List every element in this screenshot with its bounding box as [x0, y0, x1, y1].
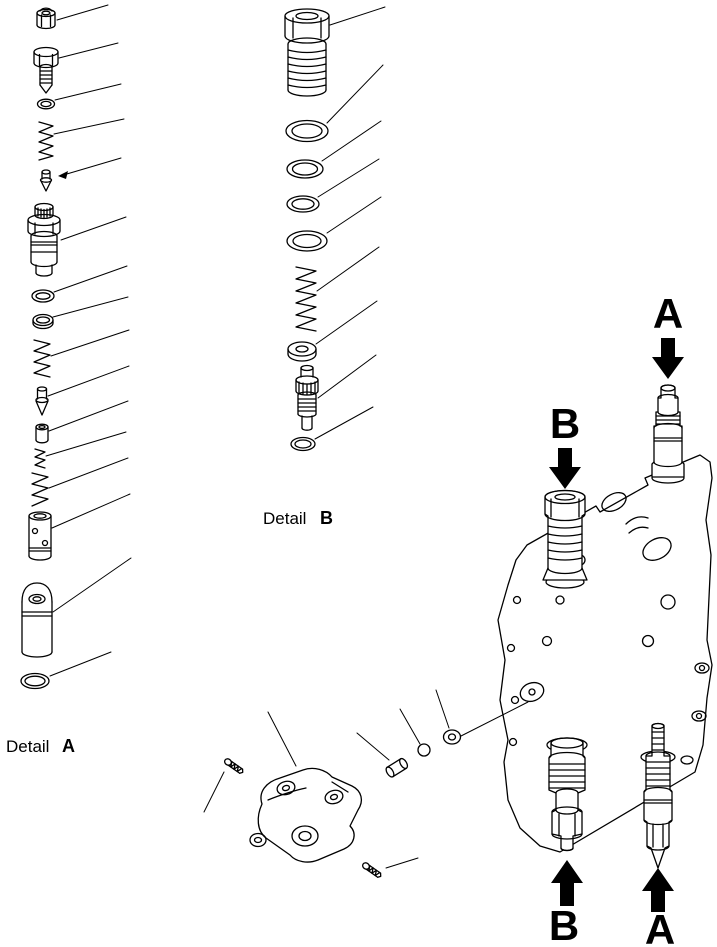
valve-body-outline	[497, 454, 713, 853]
cap-nut	[36, 7, 56, 30]
bushing-small	[385, 757, 409, 778]
plug-screw-upper	[224, 758, 244, 774]
labels: Detail A Detail B A B B A	[6, 290, 683, 947]
port-label-top-b: B	[550, 400, 580, 447]
plug-screw-lower	[362, 862, 382, 878]
ball	[417, 743, 431, 757]
leader-lines	[314, 6, 386, 440]
adapter-fitting	[33, 46, 59, 94]
arrow-down-icon	[652, 338, 684, 379]
port-label-bottom-b: B	[549, 902, 579, 947]
plug-top-b	[542, 489, 588, 581]
leader-lines	[45, 4, 132, 677]
spring-small	[34, 448, 46, 469]
valve-spool	[295, 364, 319, 431]
detail-b-letter: B	[320, 508, 333, 528]
spring	[38, 121, 54, 161]
suction-valve-bottom-b	[548, 737, 586, 852]
detail-b-parts	[284, 6, 386, 452]
pilot-valve-cartridge	[27, 202, 61, 277]
manifold-block-outline	[257, 767, 363, 863]
leader-arrowhead-icon	[58, 171, 68, 179]
detail-a-label: Detail	[6, 737, 49, 756]
spring	[31, 472, 49, 507]
manifold-details	[249, 780, 349, 848]
o-ring	[31, 289, 55, 303]
o-ring	[286, 159, 324, 179]
spring-seat	[287, 341, 317, 362]
arrow-up-icon	[642, 868, 674, 912]
valve-body-cartridge	[21, 582, 53, 658]
backup-ring	[32, 313, 54, 330]
detail-a-parts	[20, 4, 132, 690]
spring	[295, 266, 317, 332]
port-label-bottom-a: A	[645, 906, 675, 947]
arrow-down-icon	[549, 448, 581, 489]
o-ring	[20, 672, 50, 690]
sleeve	[28, 511, 52, 561]
body-ports-and-holes	[506, 472, 710, 765]
flow-arrows	[549, 338, 684, 912]
arrow-up-icon	[551, 860, 583, 906]
o-ring	[290, 436, 316, 452]
o-ring	[286, 230, 328, 252]
port-label-top-a: A	[653, 290, 683, 337]
relief-valve-bottom-a	[643, 722, 673, 869]
needle-poppet	[35, 386, 49, 416]
poppet-pin	[39, 169, 53, 192]
o-ring	[285, 119, 329, 143]
bushing	[35, 423, 49, 444]
o-ring	[286, 195, 320, 213]
spring	[33, 339, 51, 378]
detail-a-letter: A	[62, 736, 75, 756]
detail-b-label: Detail	[263, 509, 306, 528]
o-ring	[36, 98, 56, 110]
main-valve-body	[497, 338, 713, 912]
relief-valve-top-a	[651, 384, 685, 478]
leader-lines	[203, 689, 529, 869]
manifold-block-assembly	[203, 689, 529, 878]
plug	[284, 8, 330, 97]
roller-spacer	[442, 729, 462, 745]
